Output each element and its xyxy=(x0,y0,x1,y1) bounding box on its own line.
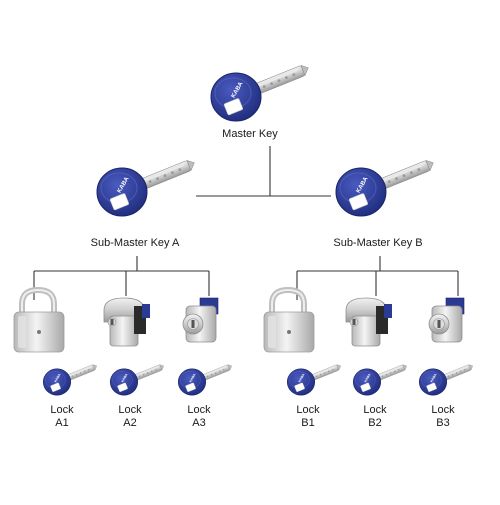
cam-lock-icon xyxy=(428,297,465,343)
key-icon xyxy=(335,157,437,217)
master-key-label: Master Key xyxy=(222,128,278,140)
key-icon xyxy=(177,363,234,396)
key-icon xyxy=(109,363,166,396)
lock-a1-label: Lock A1 xyxy=(42,404,82,430)
lock-a3-label-line1: Lock xyxy=(187,404,211,416)
lock-a2-label-line1: Lock xyxy=(118,404,142,416)
lock-b3-label: Lock B3 xyxy=(423,404,463,430)
lock-a3-label-line2: A3 xyxy=(192,417,206,429)
lock-b1-label-line1: Lock xyxy=(296,404,320,416)
lock-b3-label-line1: Lock xyxy=(431,404,455,416)
lock-b2-label: Lock B2 xyxy=(355,404,395,430)
lock-b2-label-line2: B2 xyxy=(368,417,382,429)
lock-a3-label: Lock A3 xyxy=(179,404,219,430)
cam-lock-icon xyxy=(182,297,219,343)
lock-b1-label-line2: B1 xyxy=(301,417,315,429)
lock-b2-label-line1: Lock xyxy=(363,404,387,416)
diagram-nodes xyxy=(13,62,475,396)
key-icon xyxy=(96,157,198,217)
lock-a2-label-line2: A2 xyxy=(123,417,137,429)
connector-lines xyxy=(33,146,459,300)
sub-master-key-a-label: Sub-Master Key A xyxy=(90,237,180,249)
padlock-icon xyxy=(13,286,65,353)
key-icon xyxy=(352,363,409,396)
lock-b3-label-line2: B3 xyxy=(436,417,450,429)
key-icon xyxy=(286,363,343,396)
cylinder-lock-icon xyxy=(345,297,392,347)
lock-a1-label-line2: A1 xyxy=(55,417,69,429)
key-icon xyxy=(42,363,99,396)
key-icon xyxy=(418,363,475,396)
sub-master-key-b-label: Sub-Master Key B xyxy=(333,237,423,249)
lock-b1-label: Lock B1 xyxy=(288,404,328,430)
lock-a2-label: Lock A2 xyxy=(110,404,150,430)
cylinder-lock-icon xyxy=(103,297,150,347)
padlock-icon xyxy=(263,286,315,353)
lock-a1-label-line1: Lock xyxy=(50,404,74,416)
master-key-icon xyxy=(210,62,312,122)
